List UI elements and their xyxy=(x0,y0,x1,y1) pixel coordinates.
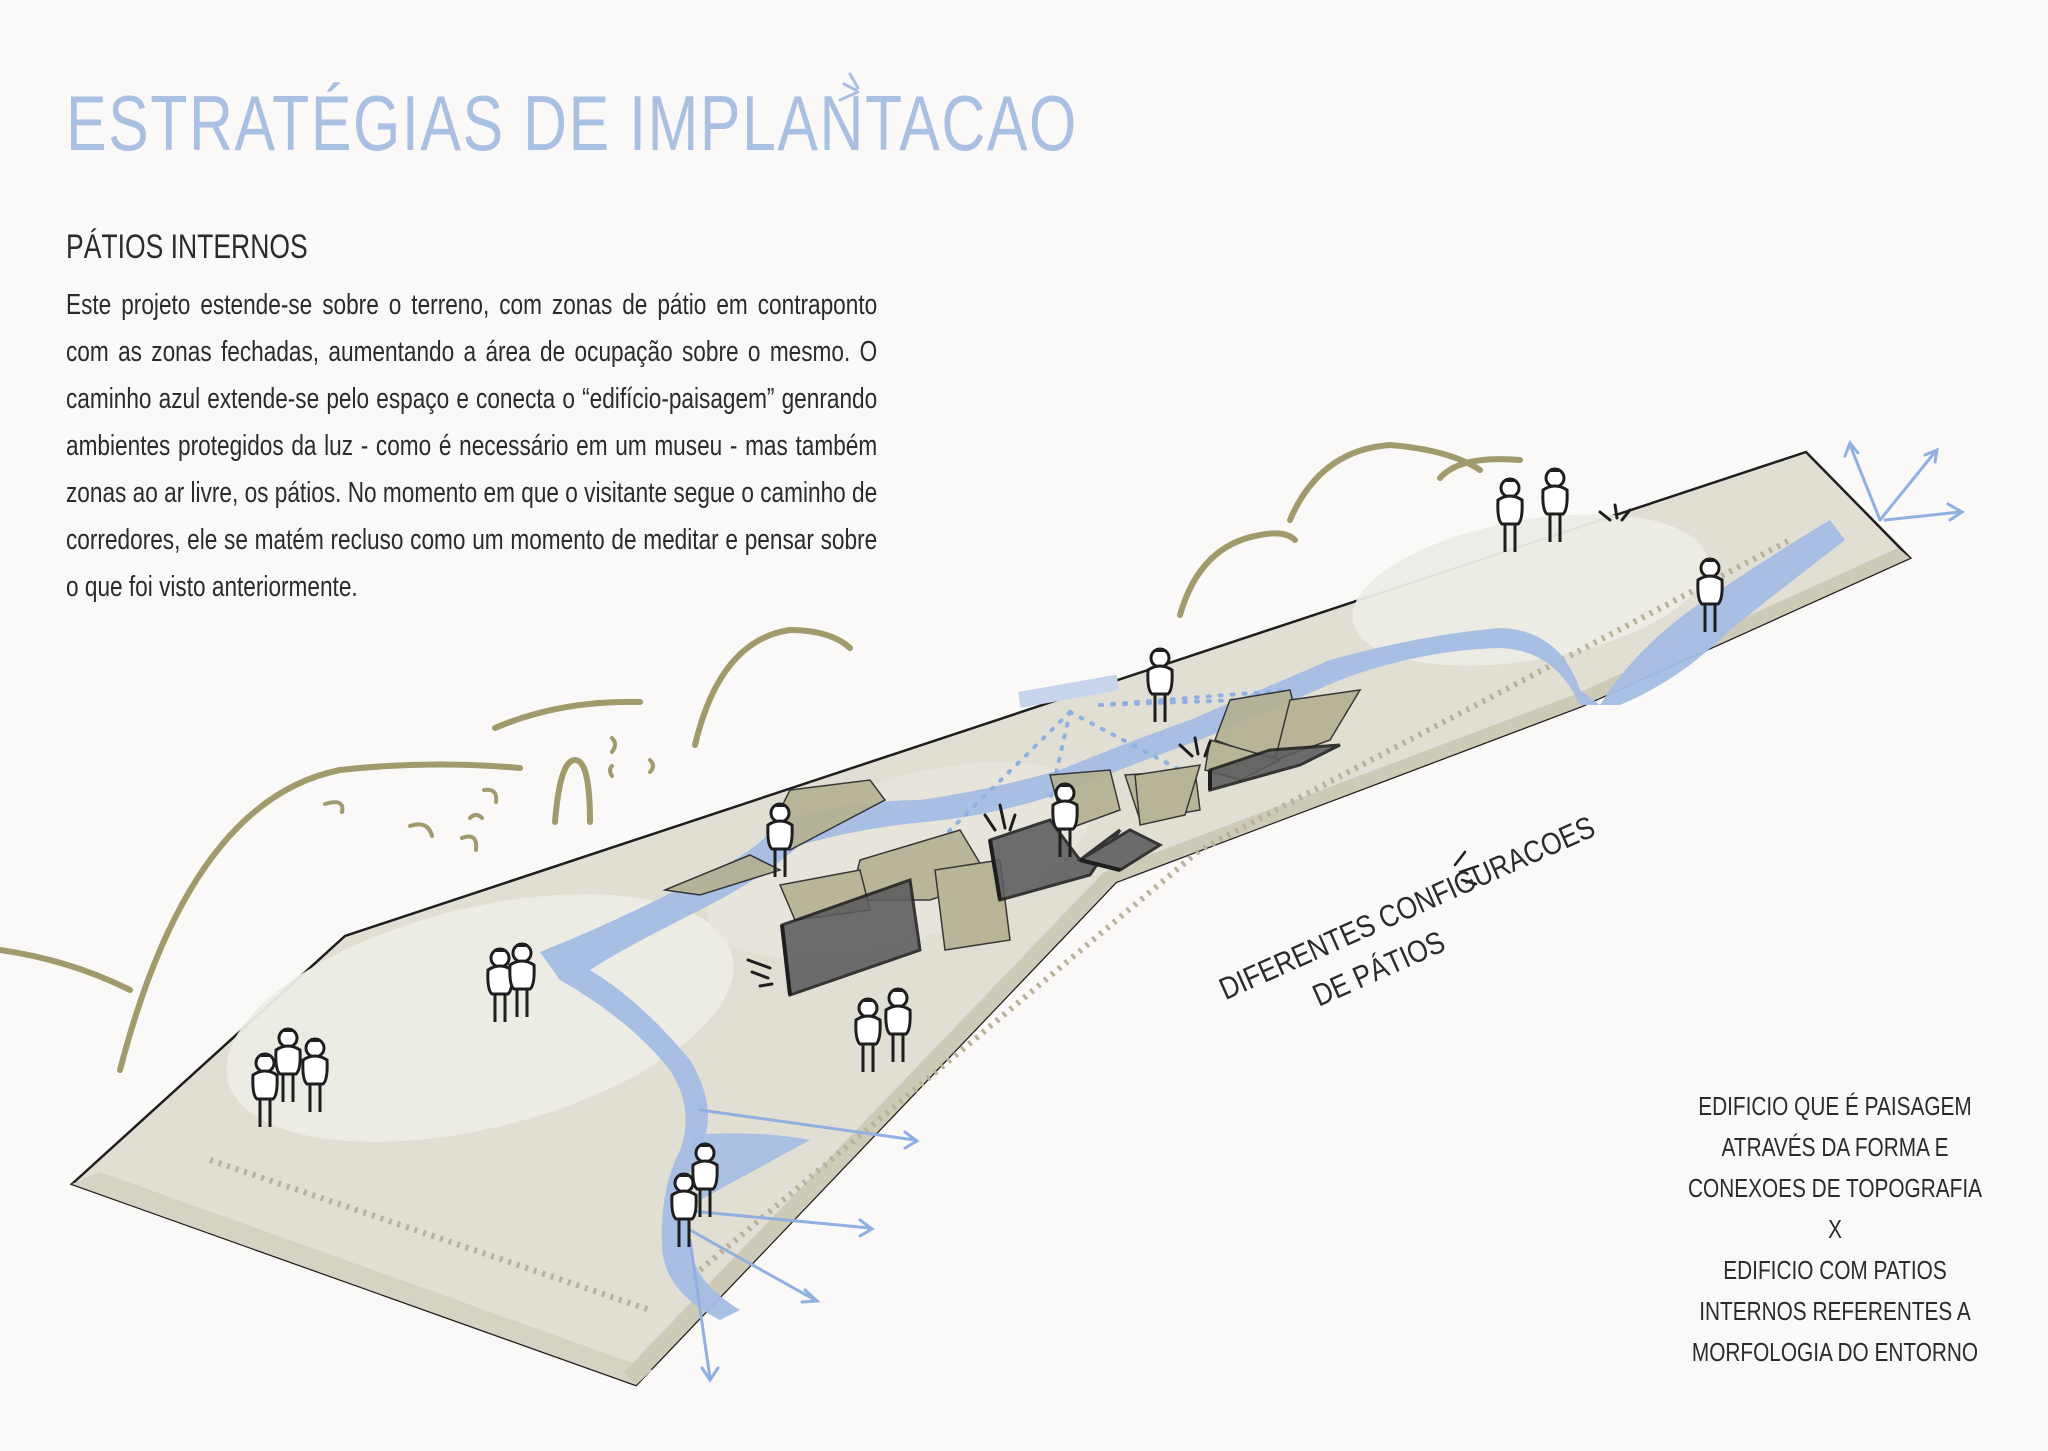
hill-contours xyxy=(0,441,1523,1073)
section-heading: PÁTIOS INTERNOS xyxy=(66,228,308,266)
caption-line: EDIFICIO COM PATIOS xyxy=(1723,1255,1947,1285)
enclosed-volumes xyxy=(780,743,1341,998)
caption-line: INTERNOS REFERENTES A xyxy=(1699,1296,1971,1326)
dotted-site-walls xyxy=(209,537,1792,1313)
direction-arrows xyxy=(678,440,1965,1383)
blue-bar-marker xyxy=(1017,674,1120,708)
caption-line: X xyxy=(1828,1214,1842,1244)
courtyard-spark-marks xyxy=(746,503,1632,988)
title-accent-icon xyxy=(838,72,860,102)
section-body: Este projeto estende-se sobre o terreno,… xyxy=(66,289,878,603)
page-title: ESTRATÉGIAS DE IMPLANTACAO xyxy=(66,79,1078,167)
comparison-caption: EDIFICIO QUE É PAISAGEM ATRAVÉS DA FORMA… xyxy=(1679,1086,1991,1373)
courtyard-roofs xyxy=(662,689,1362,951)
annotation-accent-icon xyxy=(1453,850,1480,886)
building-outlines xyxy=(780,770,1212,996)
platform-edge xyxy=(72,1172,652,1385)
caption-line: CONEXOES DE TOPOGRAFIA xyxy=(1688,1173,1982,1203)
caption-line: ATRAVÉS DA FORMA E xyxy=(1721,1132,1949,1162)
caption-line: EDIFICIO QUE É PAISAGEM xyxy=(1698,1091,1972,1121)
hill-marks xyxy=(323,736,655,852)
caption-line: MORFOLOGIA DO ENTORNO xyxy=(1691,1337,1979,1367)
blue-path-south xyxy=(690,1133,810,1200)
